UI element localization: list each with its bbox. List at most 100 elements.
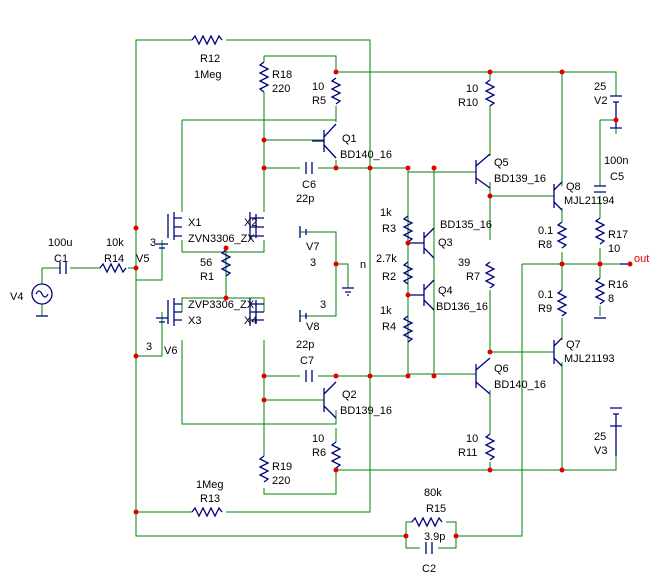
- label-r17-value: 10: [608, 243, 620, 255]
- label-v5-value: 3: [150, 237, 156, 249]
- label-v8: V8: [306, 321, 319, 333]
- label-v7-value: 3: [310, 257, 316, 269]
- label-q3: Q3: [438, 237, 453, 249]
- label-c5: C5: [610, 171, 624, 183]
- transistor-q7: [553, 337, 563, 367]
- label-x4: X4: [244, 315, 257, 327]
- label-q2-type: BD139_16: [340, 405, 392, 417]
- label-x1-type: ZVN3306_ZX: [188, 233, 255, 245]
- label-v5: V5: [136, 253, 149, 265]
- resistor-r19: [258, 455, 270, 483]
- label-r5: R5: [312, 95, 326, 107]
- label-c6: C6: [302, 179, 316, 191]
- transistor-q4: [408, 279, 435, 311]
- battery-v8: [299, 310, 307, 322]
- label-q5: Q5: [494, 157, 509, 169]
- resistor-r16: [594, 277, 606, 305]
- label-q7: Q7: [566, 339, 581, 351]
- label-c7-value: 22p: [296, 339, 314, 351]
- label-v6: V6: [164, 345, 177, 357]
- label-v2-value: 25: [594, 81, 606, 93]
- resistor-r11: [484, 433, 496, 461]
- label-q6-type: BD140_16: [494, 379, 546, 391]
- battery-v2: [610, 95, 622, 129]
- label-c7: C7: [300, 355, 314, 367]
- label-c1-value: 100u: [48, 237, 72, 249]
- resistor-r10: [484, 79, 496, 107]
- label-c5-value: 100n: [604, 155, 628, 167]
- label-q8: Q8: [566, 181, 581, 193]
- label-r6-value: 10: [312, 433, 324, 445]
- label-x1: X1: [188, 217, 201, 229]
- label-r18: R18: [272, 69, 292, 81]
- label-v4: V4: [10, 291, 23, 303]
- label-r4: R4: [382, 321, 396, 333]
- mosfet-x4: [249, 298, 264, 326]
- label-r16: R16: [608, 279, 628, 291]
- label-r4-value: 1k: [380, 305, 392, 317]
- resistor-r2: [402, 261, 414, 285]
- label-q3-type: BD135_16: [440, 219, 492, 231]
- label-c1: C1: [54, 253, 68, 265]
- label-v8-value: 3: [320, 299, 326, 311]
- label-r16-value: 8: [608, 293, 614, 305]
- label-r12-value: 1Meg: [194, 69, 222, 81]
- resistor-r4: [402, 315, 414, 343]
- label-out: out: [634, 253, 649, 265]
- capacitor-c5: [594, 185, 606, 193]
- resistor-r3: [402, 215, 414, 243]
- ground-symbol: [342, 287, 354, 296]
- label-q1: Q1: [342, 133, 357, 145]
- transistor-q8: [553, 181, 563, 211]
- label-q4: Q4: [438, 285, 453, 297]
- mosfet-x2: [249, 212, 264, 240]
- resistor-r15: [411, 516, 443, 528]
- capacitor-c1: [59, 262, 67, 274]
- label-q2: Q2: [342, 389, 357, 401]
- label-r1-value: 56: [200, 257, 212, 269]
- battery-v7: [299, 226, 307, 238]
- mosfet-x3: [167, 298, 182, 326]
- label-r6: R6: [312, 447, 326, 459]
- resistor-r14: [99, 262, 127, 274]
- label-r10-value: 10: [466, 83, 478, 95]
- components: [31, 34, 628, 554]
- label-r7-value: 39: [458, 257, 470, 269]
- mosfet-x1: [167, 212, 182, 240]
- label-r15: R15: [426, 503, 446, 515]
- label-r2-value: 2.7k: [376, 253, 397, 265]
- label-r9: R9: [538, 303, 552, 315]
- junctions: [133, 69, 633, 539]
- resistor-r18: [258, 61, 270, 93]
- label-r3-value: 1k: [380, 207, 392, 219]
- label-r14: R14: [104, 253, 124, 265]
- resistor-r8: [556, 221, 568, 249]
- label-r19-value: 220: [272, 475, 290, 487]
- resistor-r12: [191, 34, 223, 46]
- resistor-r6: [330, 441, 342, 469]
- label-x3-type: ZVP3306_ZX: [188, 299, 255, 311]
- label-c6-value: 22p: [296, 193, 314, 205]
- capacitor-c2: [425, 542, 433, 554]
- label-q4-type: BD136_16: [436, 301, 488, 313]
- battery-v5: [156, 243, 168, 249]
- label-r11: R11: [458, 447, 477, 459]
- label-r19: R19: [272, 461, 292, 473]
- transistor-q3: [408, 227, 435, 259]
- resistor-r17: [594, 217, 606, 245]
- battery-v6: [156, 317, 168, 323]
- label-v6-value: 3: [146, 341, 152, 353]
- battery-v3: [610, 407, 622, 456]
- resistor-r13: [191, 506, 223, 518]
- label-r17: R17: [608, 229, 628, 241]
- label-c2-value: 3.9p: [424, 531, 445, 543]
- resistor-r7: [484, 261, 496, 289]
- label-v3-value: 25: [594, 431, 606, 443]
- label-r7: R7: [466, 271, 480, 283]
- transistor-q2: [323, 381, 337, 419]
- label-r15-value: 80k: [424, 487, 442, 499]
- label-r8-value: 0.1: [538, 225, 553, 237]
- label-r13: R13: [200, 493, 220, 505]
- label-c2: C2: [422, 563, 436, 575]
